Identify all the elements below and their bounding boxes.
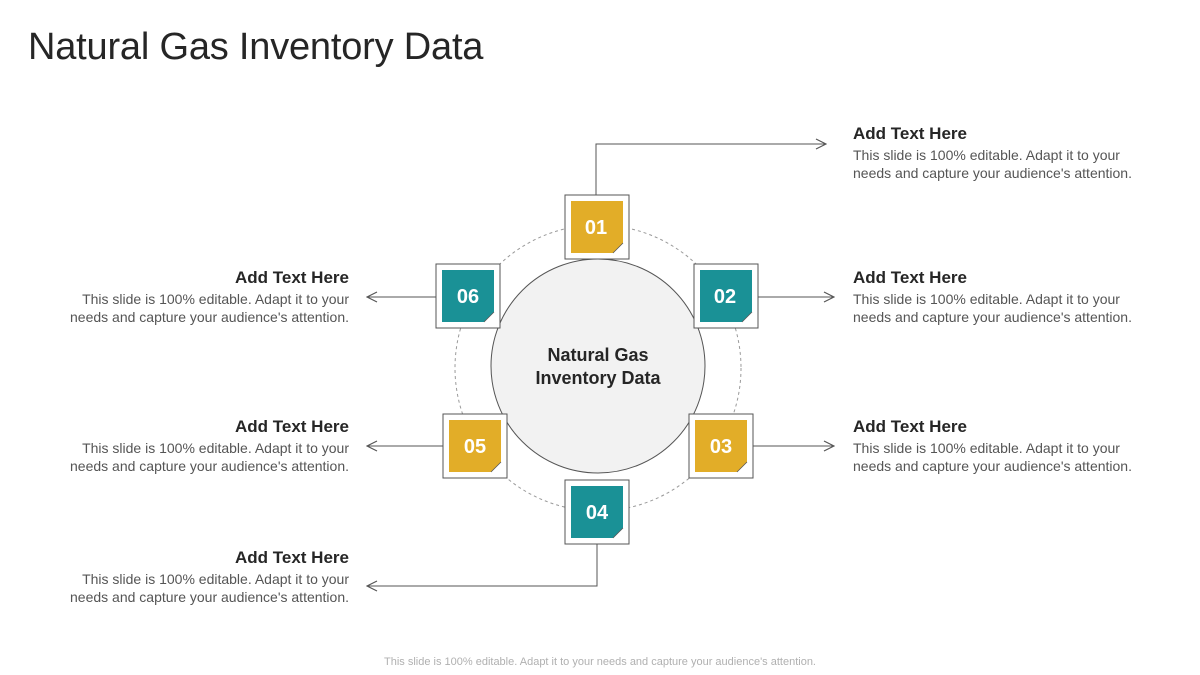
text-block-description: This slide is 100% editable. Adapt it to…: [70, 440, 349, 474]
step-number-04: 04: [586, 502, 609, 524]
text-block-heading: Add Text Here: [853, 124, 967, 143]
text-block-01: Add Text Here This slide is 100% editabl…: [853, 124, 1173, 182]
text-block-description: This slide is 100% editable. Adapt it to…: [70, 571, 349, 605]
text-block-heading: Add Text Here: [235, 548, 349, 567]
step-badge-01: 01: [564, 194, 630, 260]
footer-note: This slide is 100% editable. Adapt it to…: [384, 656, 816, 668]
text-block-description: This slide is 100% editable. Adapt it to…: [853, 440, 1132, 474]
text-block-heading: Add Text Here: [853, 417, 967, 436]
step-number-02: 02: [714, 286, 736, 308]
step-number-05: 05: [464, 436, 486, 458]
connector-arrow-01: [595, 144, 826, 196]
text-block-02: Add Text Here This slide is 100% editabl…: [853, 268, 1173, 326]
text-block-06: Add Text Here This slide is 100% editabl…: [29, 268, 349, 326]
text-block-03: Add Text Here This slide is 100% editabl…: [853, 417, 1173, 475]
step-number-06: 06: [457, 286, 479, 308]
step-badge-05: 05: [442, 413, 508, 479]
text-block-description: This slide is 100% editable. Adapt it to…: [853, 291, 1132, 325]
page-title: Natural Gas Inventory Data: [28, 26, 484, 68]
text-block-heading: Add Text Here: [853, 268, 967, 287]
text-block-05: Add Text Here This slide is 100% editabl…: [29, 417, 349, 475]
center-title-line2: Inventory Data: [535, 368, 661, 388]
text-block-description: This slide is 100% editable. Adapt it to…: [853, 147, 1132, 181]
center-title-line1: Natural Gas: [547, 345, 648, 365]
step-badge-03: 03: [688, 413, 754, 479]
connector-arrow-04: [367, 544, 598, 586]
text-block-04: Add Text Here This slide is 100% editabl…: [29, 548, 349, 606]
center-circle: [490, 258, 706, 474]
step-number-01: 01: [585, 217, 607, 239]
text-block-description: This slide is 100% editable. Adapt it to…: [70, 291, 349, 325]
step-badge-04: 04: [564, 479, 630, 545]
step-badge-02: 02: [693, 263, 759, 329]
text-block-heading: Add Text Here: [235, 417, 349, 436]
text-block-heading: Add Text Here: [235, 268, 349, 287]
step-badge-06: 06: [435, 263, 501, 329]
step-number-03: 03: [710, 436, 732, 458]
